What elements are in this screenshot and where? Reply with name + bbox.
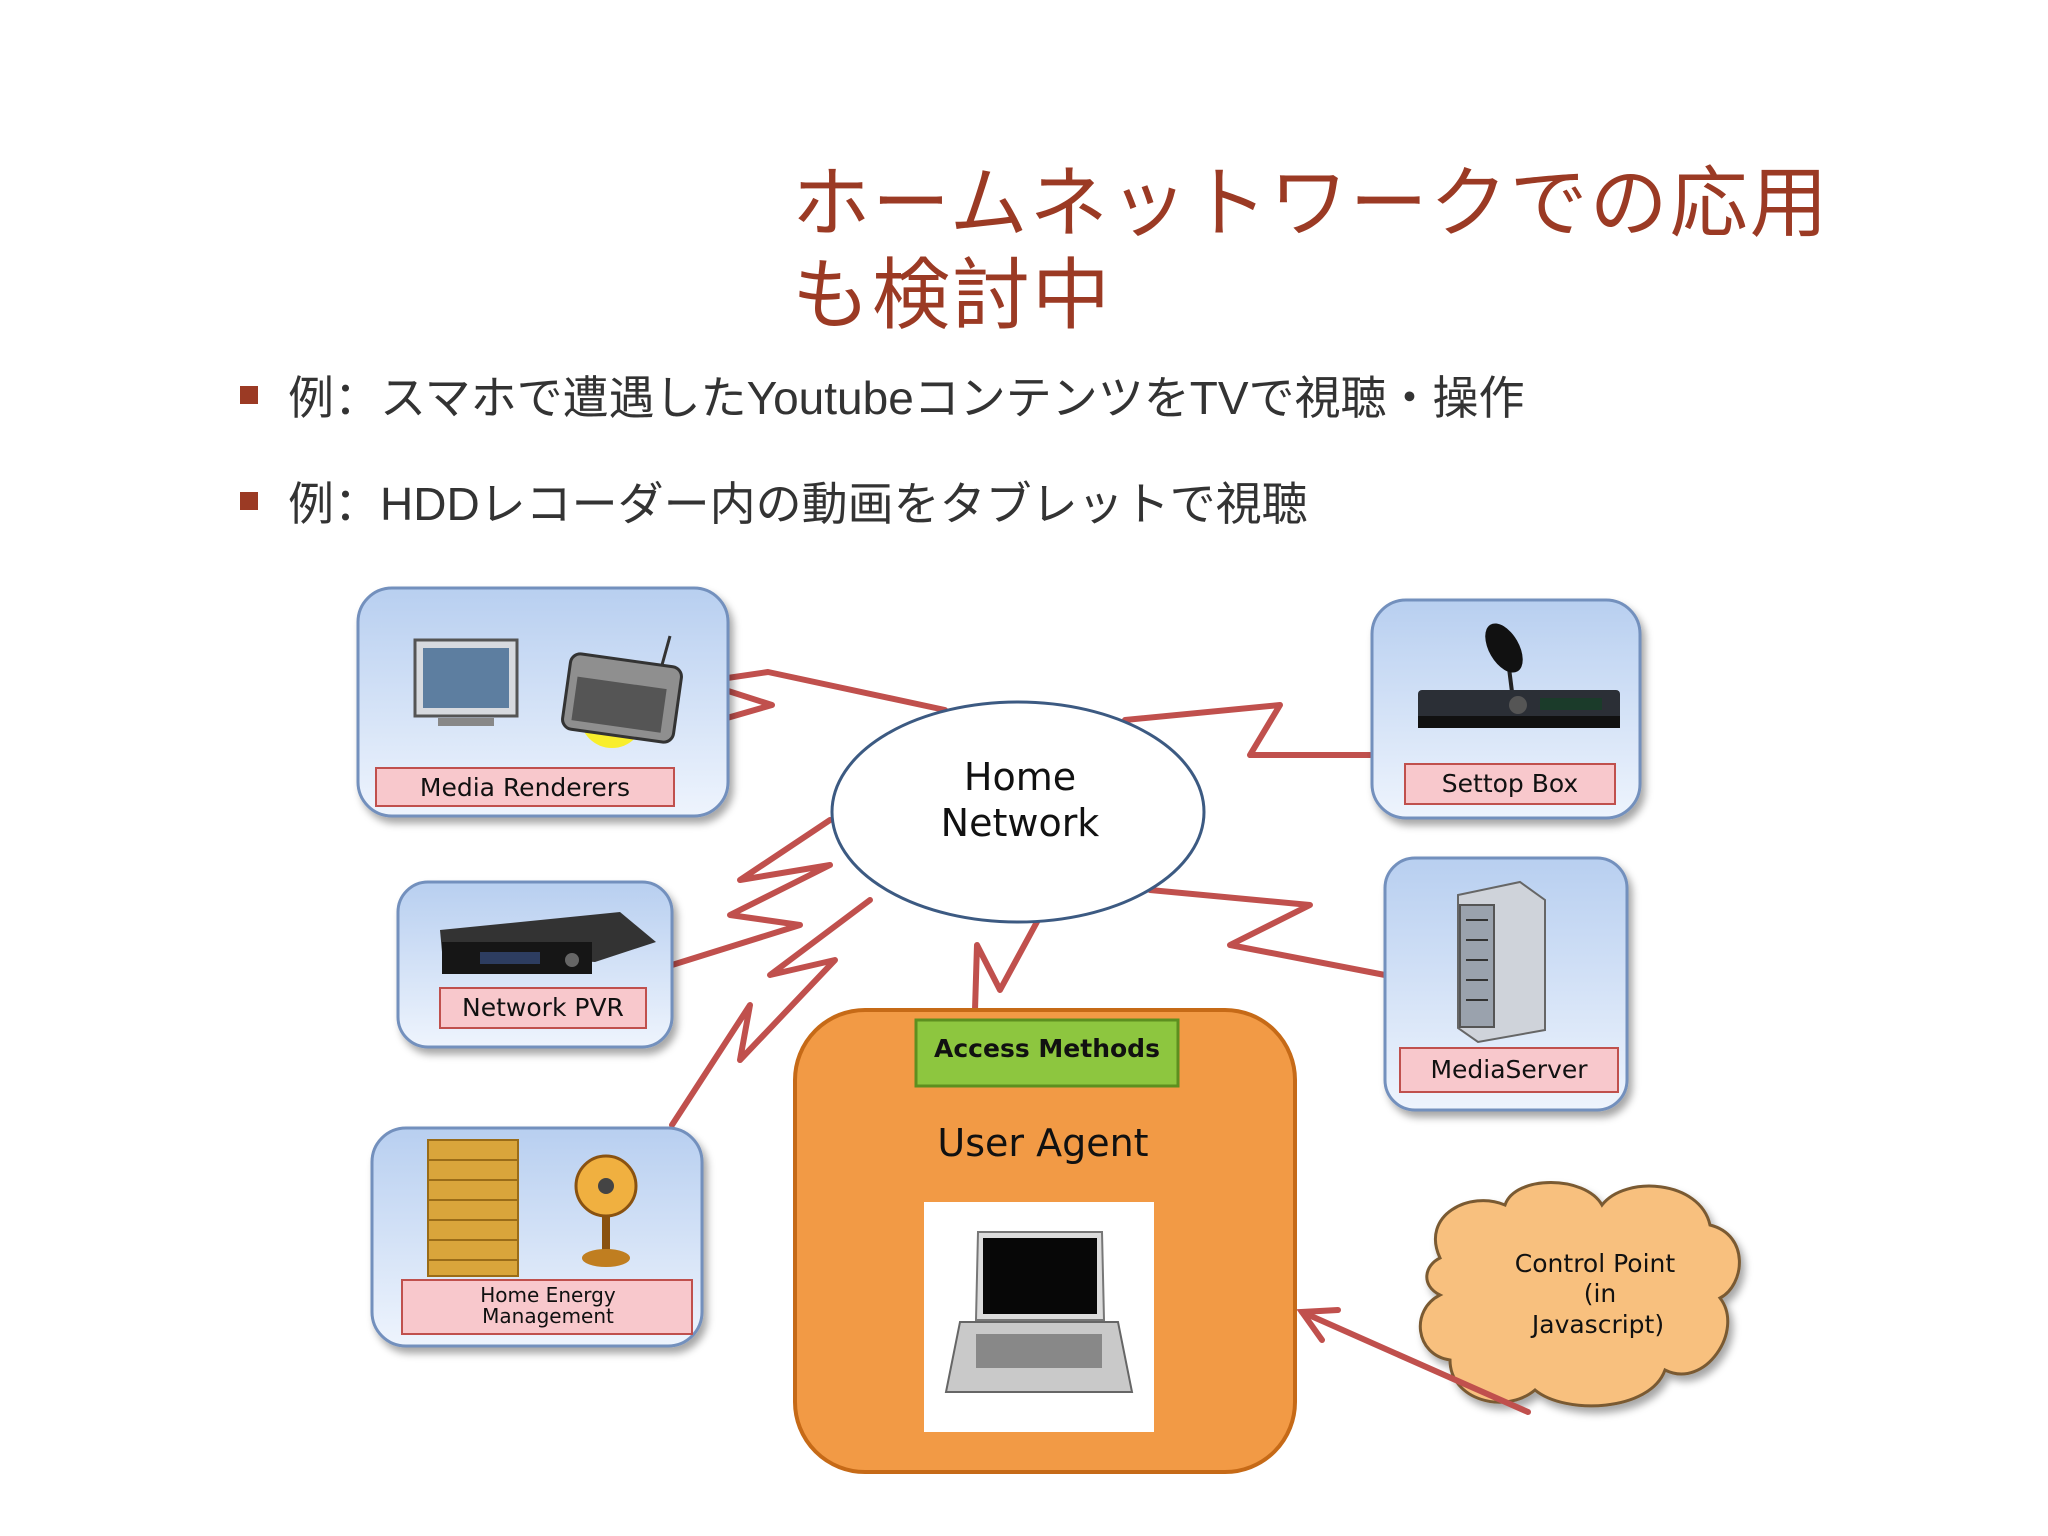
- control-point-label-line2: (in: [1584, 1279, 1617, 1308]
- bullet-text: 例：HDDレコーダー内の動画をタブレットで視聴: [288, 478, 1308, 530]
- slide-title-line1: ホームネットワークでの応用: [792, 159, 1830, 249]
- pvr-device-icon: [440, 912, 656, 974]
- bullet-item: 例：HDDレコーダー内の動画をタブレットで視聴: [240, 468, 1308, 534]
- media-renderers-box: Media Renderers: [356, 586, 730, 818]
- control-point-label-line3: Javascript): [1530, 1310, 1664, 1339]
- link-network-pvr: [669, 817, 833, 968]
- home-energy-label-line1: Home Energy: [480, 1283, 616, 1307]
- link-media-server: [1147, 887, 1388, 978]
- home-network-label-line2: Network: [941, 801, 1100, 845]
- server-tower-icon: [1457, 880, 1546, 1044]
- link-settop-box: [1122, 702, 1373, 758]
- control-point-cloud: Control Point (in Javascript): [1418, 1181, 1741, 1408]
- satellite-dish-icon: [1485, 623, 1523, 693]
- media-server-label: MediaServer: [1430, 1055, 1588, 1084]
- laptop-icon: [944, 1231, 1134, 1393]
- link-media-renderers: [697, 669, 948, 723]
- bullet-square-icon: [240, 492, 258, 510]
- media-renderers-label: Media Renderers: [420, 773, 630, 802]
- settop-box-label: Settop Box: [1442, 769, 1578, 798]
- settop-box-box: Settop Box: [1370, 598, 1642, 820]
- network-links: [669, 669, 1388, 1128]
- home-network-label-line1: Home: [964, 755, 1076, 799]
- electric-fan-icon: [574, 1154, 638, 1267]
- home-network-node: Home Network: [830, 700, 1206, 924]
- user-agent-box: Access Methods User Agent: [793, 1008, 1297, 1474]
- network-pvr-label: Network PVR: [462, 993, 624, 1022]
- radio-icon: [561, 635, 683, 748]
- media-server-box: MediaServer: [1383, 856, 1629, 1112]
- settop-box-icon: [1418, 690, 1620, 728]
- network-pvr-box: Network PVR: [396, 880, 674, 1049]
- control-point-arrow: [1296, 1307, 1531, 1415]
- link-home-energy: [669, 897, 873, 1128]
- home-energy-label-line2: Management: [482, 1304, 614, 1328]
- tv-icon: [413, 638, 519, 726]
- link-user-agent: [972, 917, 1041, 1013]
- control-point-label-line1: Control Point: [1515, 1249, 1676, 1278]
- bullet-item: 例：スマホで遭遇したYoutubeコンテンツをTVで視聴・操作: [240, 362, 1525, 428]
- access-methods-label: Access Methods: [934, 1034, 1160, 1063]
- home-energy-box: Home Energy Management: [370, 1126, 704, 1348]
- bullet-text: 例：スマホで遭遇したYoutubeコンテンツをTVで視聴・操作: [288, 372, 1525, 424]
- slide-title: ホームネットワークでの応用 も検討中: [792, 158, 1992, 342]
- bullet-square-icon: [240, 386, 258, 404]
- window-blind-icon: [427, 1139, 519, 1277]
- slide-title-line2: も検討中: [792, 251, 1113, 341]
- user-agent-label: User Agent: [937, 1121, 1148, 1165]
